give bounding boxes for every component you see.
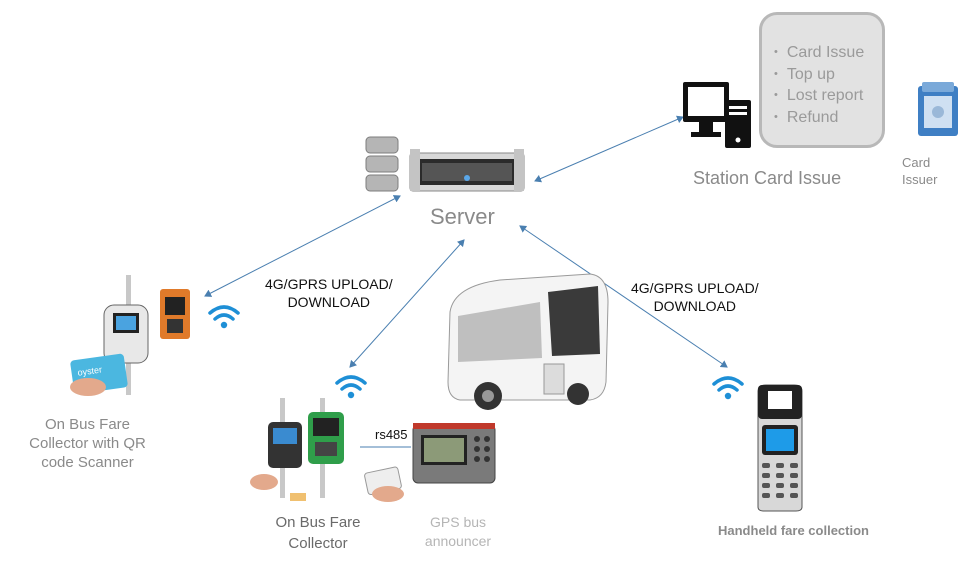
wifi-icon bbox=[208, 305, 240, 329]
database-icon bbox=[365, 136, 399, 192]
gps-line1: GPS bus bbox=[429, 514, 487, 530]
handheld-label: Handheld fare collection bbox=[718, 523, 869, 538]
qr-fare-collector-illustration: oyster bbox=[70, 275, 190, 396]
gps-announcer-device-icon bbox=[412, 423, 496, 484]
rs485-label: rs485 bbox=[375, 427, 408, 442]
card-issuer-label: Card Issuer bbox=[902, 154, 937, 188]
gps-label: GPS bus announcer bbox=[414, 513, 502, 551]
link-server-station bbox=[534, 115, 684, 183]
function-item: Card Issue bbox=[774, 43, 882, 65]
link-left-line2: DOWNLOAD bbox=[287, 294, 371, 310]
link-server-handheld bbox=[519, 225, 728, 368]
qr-collector-label: On Bus Fare Collector with QR code Scann… bbox=[20, 415, 155, 472]
link-server-qr-collector bbox=[204, 195, 401, 297]
link-right-line2: DOWNLOAD bbox=[653, 298, 737, 314]
link-label-left: 4G/GPRS UPLOAD/ DOWNLOAD bbox=[265, 275, 393, 311]
function-item: Top up bbox=[774, 65, 882, 87]
computer-icon bbox=[683, 82, 751, 148]
qr-collector-line1: On Bus Fare bbox=[44, 416, 131, 433]
fare-collector-line2: Collector bbox=[288, 535, 348, 552]
qr-collector-line3: code Scanner bbox=[41, 454, 134, 471]
card-issuer-line2: Issuer bbox=[902, 172, 938, 187]
qr-collector-line2: Collector with QR bbox=[29, 435, 146, 452]
link-label-right: 4G/GPRS UPLOAD/ DOWNLOAD bbox=[631, 279, 759, 315]
fare-collector-line1: On Bus Fare bbox=[275, 514, 361, 531]
fare-collector-illustration bbox=[250, 398, 344, 501]
link-server-fare-collector bbox=[349, 239, 465, 368]
handheld-device-icon bbox=[757, 384, 803, 512]
server-rack-icon bbox=[409, 149, 525, 192]
link-left-line1: 4G/GPRS UPLOAD/ bbox=[265, 276, 393, 292]
gps-line2: announcer bbox=[424, 533, 492, 549]
station-functions-box: Card Issue Top up Lost report Refund bbox=[759, 12, 885, 148]
bus-illustration bbox=[447, 273, 609, 410]
station-card-issue-label: Station Card Issue bbox=[693, 168, 842, 188]
card-issuer-device-icon bbox=[918, 82, 958, 136]
function-item: Refund bbox=[774, 108, 882, 130]
wifi-icon bbox=[335, 375, 367, 399]
wifi-icon bbox=[712, 376, 744, 400]
server-label: Server bbox=[430, 204, 495, 229]
card-hand-illustration bbox=[364, 466, 404, 502]
function-item: Lost report bbox=[774, 86, 882, 108]
svg-text:oyster: oyster bbox=[77, 364, 103, 377]
link-right-line1: 4G/GPRS UPLOAD/ bbox=[631, 280, 759, 296]
fare-collector-label: On Bus Fare Collector bbox=[262, 512, 374, 554]
card-issuer-line1: Card bbox=[902, 155, 931, 170]
